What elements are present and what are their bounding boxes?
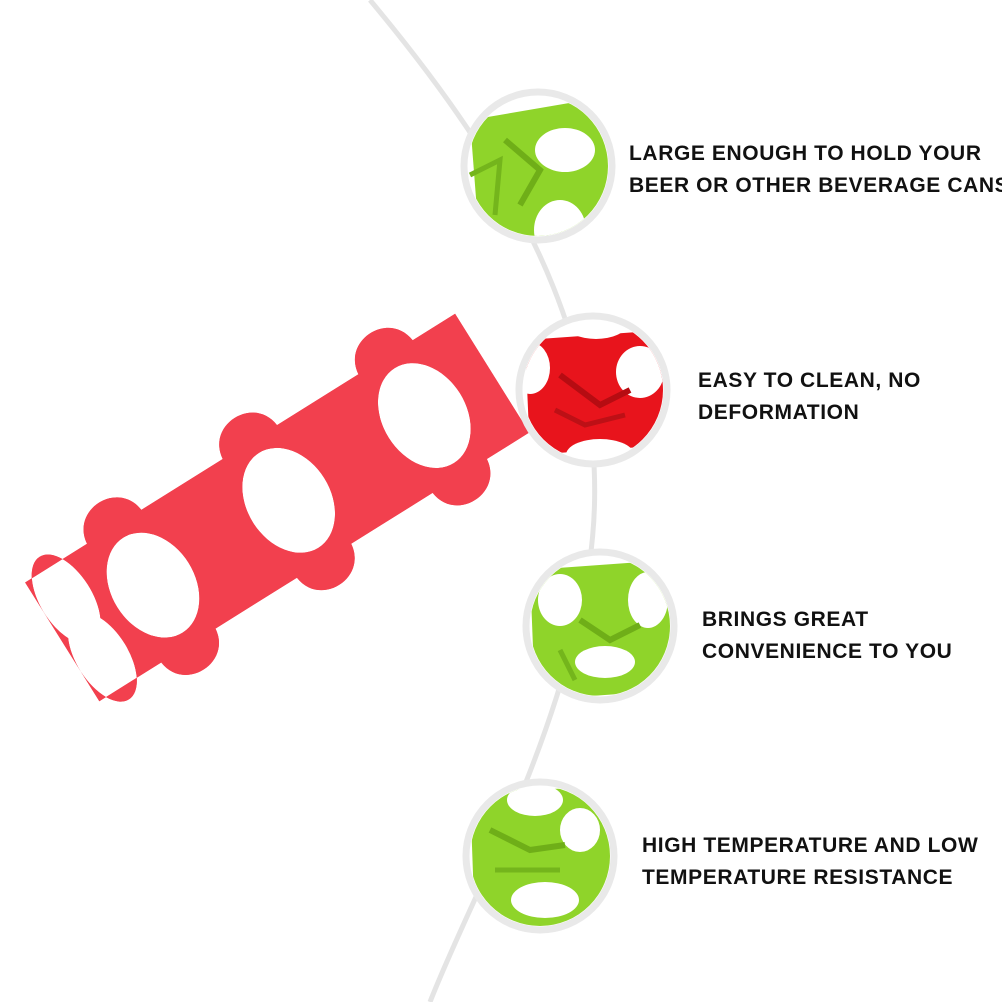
feature-line: TEMPERATURE RESISTANCE — [642, 866, 954, 889]
feature-line: EASY TO CLEAN, NO — [698, 369, 921, 392]
feature-line: HIGH TEMPERATURE AND LOW — [642, 834, 979, 857]
thumbnail-1 — [460, 88, 616, 244]
feature-line: BRINGS GREAT — [702, 608, 869, 631]
feature-text-cleaning: EASY TO CLEAN, NO DEFORMATION — [698, 365, 921, 429]
feature-line: BEER OR OTHER BEVERAGE CANS — [629, 174, 1002, 197]
thumbnail-2 — [515, 312, 671, 468]
feature-text-temperature: HIGH TEMPERATURE AND LOW TEMPERATURE RES… — [642, 830, 978, 894]
feature-text-convenience: BRINGS GREAT CONVENIENCE TO YOU — [702, 604, 952, 668]
feature-line: CONVENIENCE TO YOU — [702, 640, 953, 663]
thumbnail-4 — [462, 778, 618, 934]
feature-line: LARGE ENOUGH TO HOLD YOUR — [629, 142, 982, 165]
feature-line: DEFORMATION — [698, 401, 860, 424]
can-rack — [10, 289, 545, 726]
thumbnail-3 — [522, 548, 678, 704]
feature-text-capacity: LARGE ENOUGH TO HOLD YOUR BEER OR OTHER … — [629, 138, 1002, 202]
